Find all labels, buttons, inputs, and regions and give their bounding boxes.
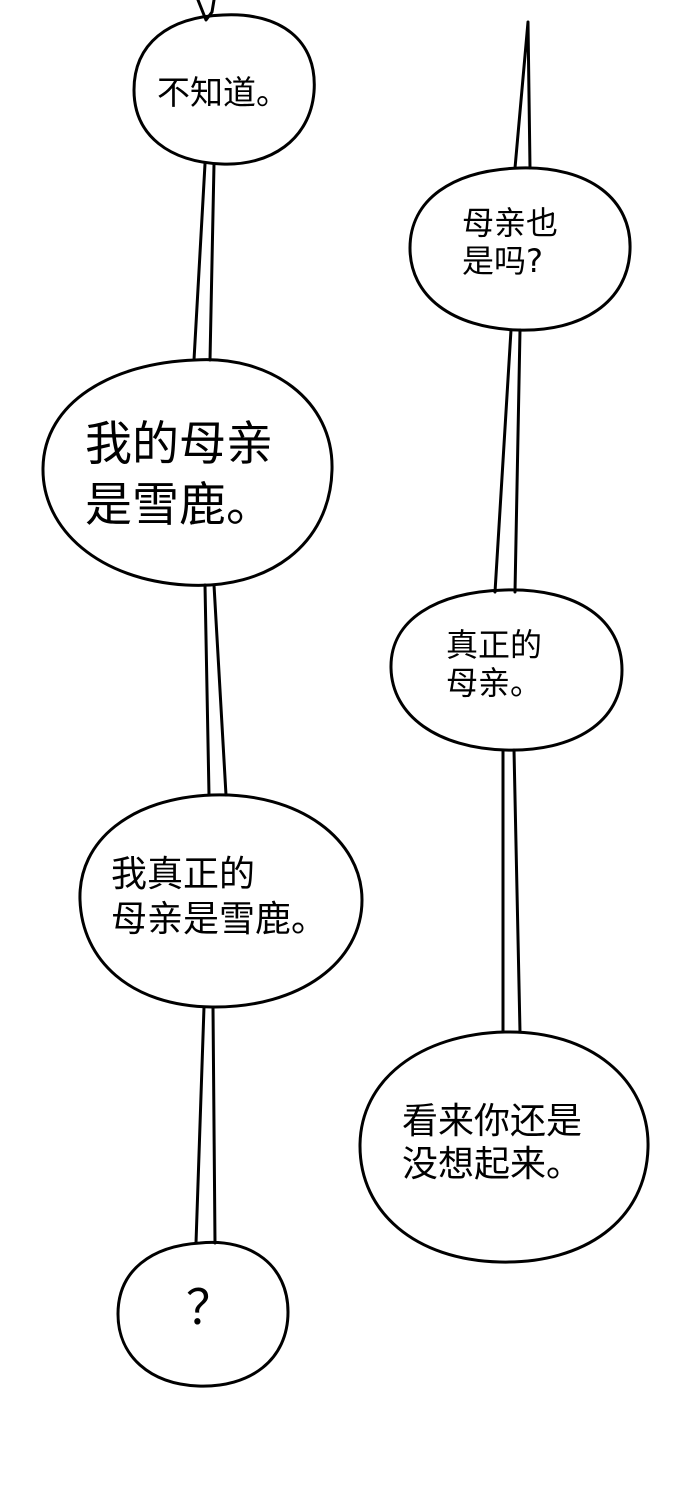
speech-balloon-7 (358, 1030, 650, 1264)
dialogue-line: 没想起来。 (402, 1144, 583, 1186)
dialogue-line: 是雪鹿。 (85, 478, 273, 534)
balloon-text-1: 不知道。 (157, 72, 289, 113)
dialogue-line: ？ (186, 1280, 235, 1336)
dialogue-line: 母亲。 (446, 664, 543, 703)
dialogue-line: 不知道。 (157, 73, 289, 112)
dialogue-line: 看来你还是 (402, 1101, 583, 1142)
speech-balloon-2 (41, 358, 334, 587)
balloon-connector (212, 583, 228, 797)
dialogue-line: 我真正的 (111, 854, 256, 895)
balloon-connector (208, 162, 216, 362)
balloon-text-5: 母亲也 是吗? (462, 204, 558, 281)
dialogue-line: 我的母亲 (85, 417, 273, 472)
speech-balloon-1 (132, 13, 316, 166)
balloon-connector (203, 583, 211, 797)
balloon-connector (194, 1005, 206, 1245)
balloon-connector (493, 328, 513, 594)
balloon-text-3: 我真正的 母亲是雪鹿。 (111, 852, 327, 942)
balloon-text-7: 看来你还是 没想起来。 (402, 1100, 582, 1186)
balloon-connector (513, 328, 522, 594)
dialogue-line: 母亲也 (462, 204, 559, 242)
balloon-text-6: 真正的 母亲。 (446, 626, 542, 703)
dialogue-line: 母亲是雪鹿。 (111, 899, 328, 940)
balloon-text-2: 我的母亲 是雪鹿。 (85, 414, 273, 536)
balloon-connector (192, 162, 207, 362)
balloon-connector (211, 1005, 217, 1245)
speech-balloon-5 (408, 166, 632, 332)
dialogue-line: 真正的 (446, 626, 543, 664)
speech-balloon-6 (389, 588, 624, 752)
balloon-tail (513, 20, 532, 170)
balloon-connector (512, 748, 522, 1034)
speech-balloon-4 (116, 1240, 290, 1388)
balloon-text-4: ？ (186, 1278, 234, 1338)
dialogue-line: 是吗? (462, 242, 543, 281)
